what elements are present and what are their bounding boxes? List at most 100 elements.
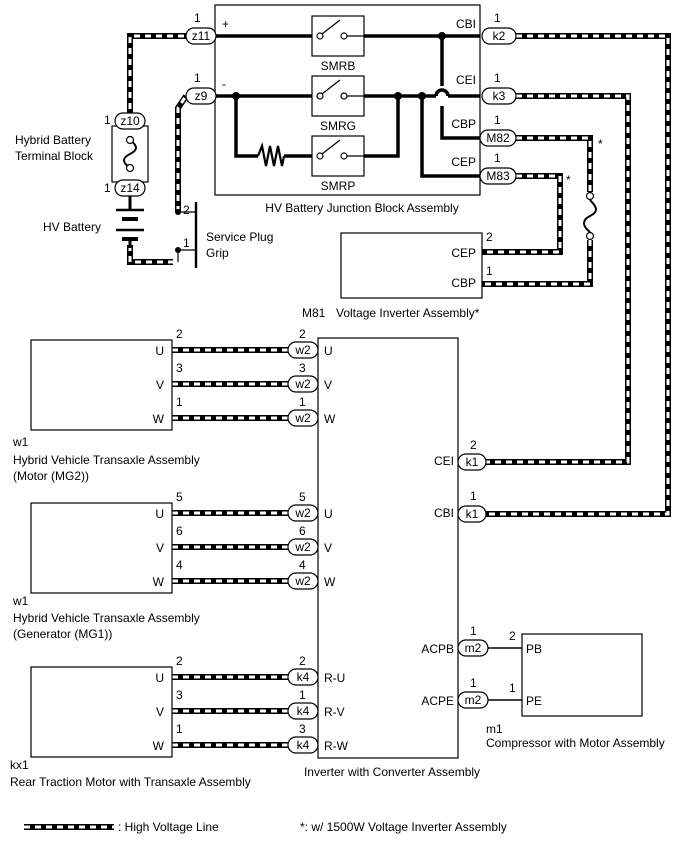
- mg1-term-w: W: [153, 575, 165, 589]
- connector-k4-label: k4: [297, 670, 310, 684]
- relay-label-smrg: SMRG: [320, 119, 356, 133]
- connector-k4-label: k4: [297, 704, 310, 718]
- rear-traction-motor: U V W 2 3 1 kx1 Rear Traction Motor with…: [10, 654, 251, 789]
- junction-dot: [438, 32, 446, 40]
- connector-w2-pin: 5: [299, 490, 306, 504]
- hv-wire-battery-plus: [128, 34, 186, 120]
- hv-wire-cep-m83: [482, 174, 562, 254]
- relay-smrg: [311, 75, 365, 117]
- connector-w2: [287, 572, 319, 590]
- generator-mg1: U V W 5 6 4 w1 Hybrid Vehicle Transaxle …: [12, 490, 200, 641]
- terminal-cei-junction: CEI: [456, 73, 476, 87]
- connector-k1-cei: [457, 453, 487, 471]
- inverter-label: Inverter with Converter Assembly: [304, 765, 480, 779]
- junction-dot: [232, 92, 240, 100]
- hv-wire-cei-k3-k1: [486, 94, 630, 464]
- hv-wire-service-to-z9: [176, 95, 188, 212]
- relay-label-smrb: SMRB: [321, 59, 356, 73]
- mg2-pin-v: 3: [176, 361, 183, 375]
- junction-block-label: HV Battery Junction Block Assembly: [265, 201, 458, 215]
- junction-wire-plus: [364, 34, 444, 86]
- voltage-inverter: CEP CBP 2 1 M81 Voltage Inverter Assembl…: [302, 230, 493, 320]
- connector-m2-acpe: [457, 691, 489, 709]
- connector-k3-label: k3: [493, 89, 506, 103]
- connector-m2-acpe-label: m2: [465, 693, 482, 707]
- service-plug-dot: [175, 209, 181, 215]
- connector-m83: [479, 167, 517, 185]
- junction-wire-cep: [420, 96, 480, 178]
- hv-wire-cbi-k2-k1: [486, 34, 670, 516]
- rear-pin-w: 1: [176, 722, 183, 736]
- fuse-end-icon: [125, 135, 135, 145]
- connector-m83-label: M83: [486, 169, 510, 183]
- connector-k1-cbi: [457, 505, 487, 523]
- connector-w2-label: w2: [294, 377, 311, 391]
- mg2-label-2: (Motor (MG2)): [13, 469, 89, 483]
- rear-motor-label: Rear Traction Motor with Transaxle Assem…: [10, 775, 251, 789]
- compressor-frame: [521, 633, 643, 717]
- connector-w2-pin: 2: [299, 327, 306, 341]
- hv-wire-battery-to-service: [127, 245, 173, 265]
- connector-m2-acpb-pin: 1: [470, 624, 477, 638]
- inv-term-mg1-w: W: [324, 575, 336, 589]
- connector-k4: [287, 702, 319, 720]
- comp-term-pe: PE: [526, 694, 542, 708]
- junction-block: SMRB SMRG SMRP + - CBI CEI CBP CEP HV Ba…: [214, 4, 481, 215]
- connector-w2: [287, 538, 319, 556]
- connector-z10: [114, 112, 146, 130]
- inv-term-mg2-u: U: [324, 344, 333, 358]
- fuse-icon: [123, 139, 137, 169]
- mg2-pin-w: 1: [176, 395, 183, 409]
- service-pin-1: 1: [183, 236, 190, 250]
- rear-term-w: W: [153, 739, 165, 753]
- inv-term-mg2-v: V: [324, 378, 332, 392]
- mg2-term-w: W: [153, 412, 165, 426]
- mg1-pin-u: 5: [176, 490, 183, 504]
- junction-wire-cbp: [440, 106, 480, 140]
- connector-z10-label: z10: [120, 114, 140, 128]
- connector-k1-cei-label: k1: [466, 455, 479, 469]
- service-plug-grip: 2 1 Service Plug Grip: [175, 202, 273, 268]
- vinv-pin-cep: 2: [486, 230, 493, 244]
- mg2-code: w1: [12, 435, 29, 449]
- minus-sign: -: [222, 77, 226, 91]
- terminal-block-label-2: Terminal Block: [15, 149, 94, 163]
- rear-motor-frame: [30, 666, 173, 758]
- connector-z10-pin: 1: [104, 113, 111, 127]
- connector-k1-cbi-label: k1: [466, 507, 479, 521]
- mg1-term-v: V: [156, 541, 164, 555]
- mg2-frame: [30, 339, 173, 431]
- connector-w2-label: w2: [294, 540, 311, 554]
- voltage-inverter-frame: [340, 232, 483, 299]
- relay-smrp: [311, 135, 365, 177]
- rear-term-v: V: [156, 705, 164, 719]
- comp-term-pb: PB: [526, 642, 542, 656]
- connector-w2-label: w2: [294, 343, 311, 357]
- connector-w2-pin: 6: [299, 524, 306, 538]
- hv-battery-label: HV Battery: [43, 220, 101, 234]
- hv-wire-battery-to-service: [128, 245, 173, 264]
- inv-term-acpb: ACPB: [421, 642, 454, 656]
- connector-m82: [479, 129, 517, 147]
- hv-battery: HV Battery: [43, 208, 144, 248]
- connector-pills: z11 1 z9 1 z10 1 z14 1 k2 1 k3 1 M82 1 M…: [104, 11, 517, 754]
- connector-k4-pin: 1: [299, 688, 306, 702]
- inv-term-cei: CEI: [434, 454, 454, 468]
- service-plug-label-2: Grip: [206, 246, 229, 260]
- inv-term-rear-v: R-V: [324, 705, 345, 719]
- connector-m82-label: M82: [486, 131, 510, 145]
- junction-dot: [418, 92, 426, 100]
- service-plug-label-1: Service Plug: [206, 230, 273, 244]
- connector-k3: [481, 87, 517, 105]
- mg1-code: w1: [12, 594, 29, 608]
- terminal-block-label-1: Hybrid Battery: [15, 133, 91, 147]
- connector-k2-label: k2: [493, 29, 506, 43]
- hv-wire-cbi-k2-k1: [486, 33, 671, 517]
- comp-pin-pe: 1: [509, 681, 516, 695]
- connector-k2: [481, 27, 517, 45]
- terminal-cbp-junction: CBP: [451, 117, 476, 131]
- mg2-label-1: Hybrid Vehicle Transaxle Assembly: [13, 453, 200, 467]
- compressor-code: m1: [486, 722, 503, 736]
- connector-k4-pin: 3: [299, 722, 306, 736]
